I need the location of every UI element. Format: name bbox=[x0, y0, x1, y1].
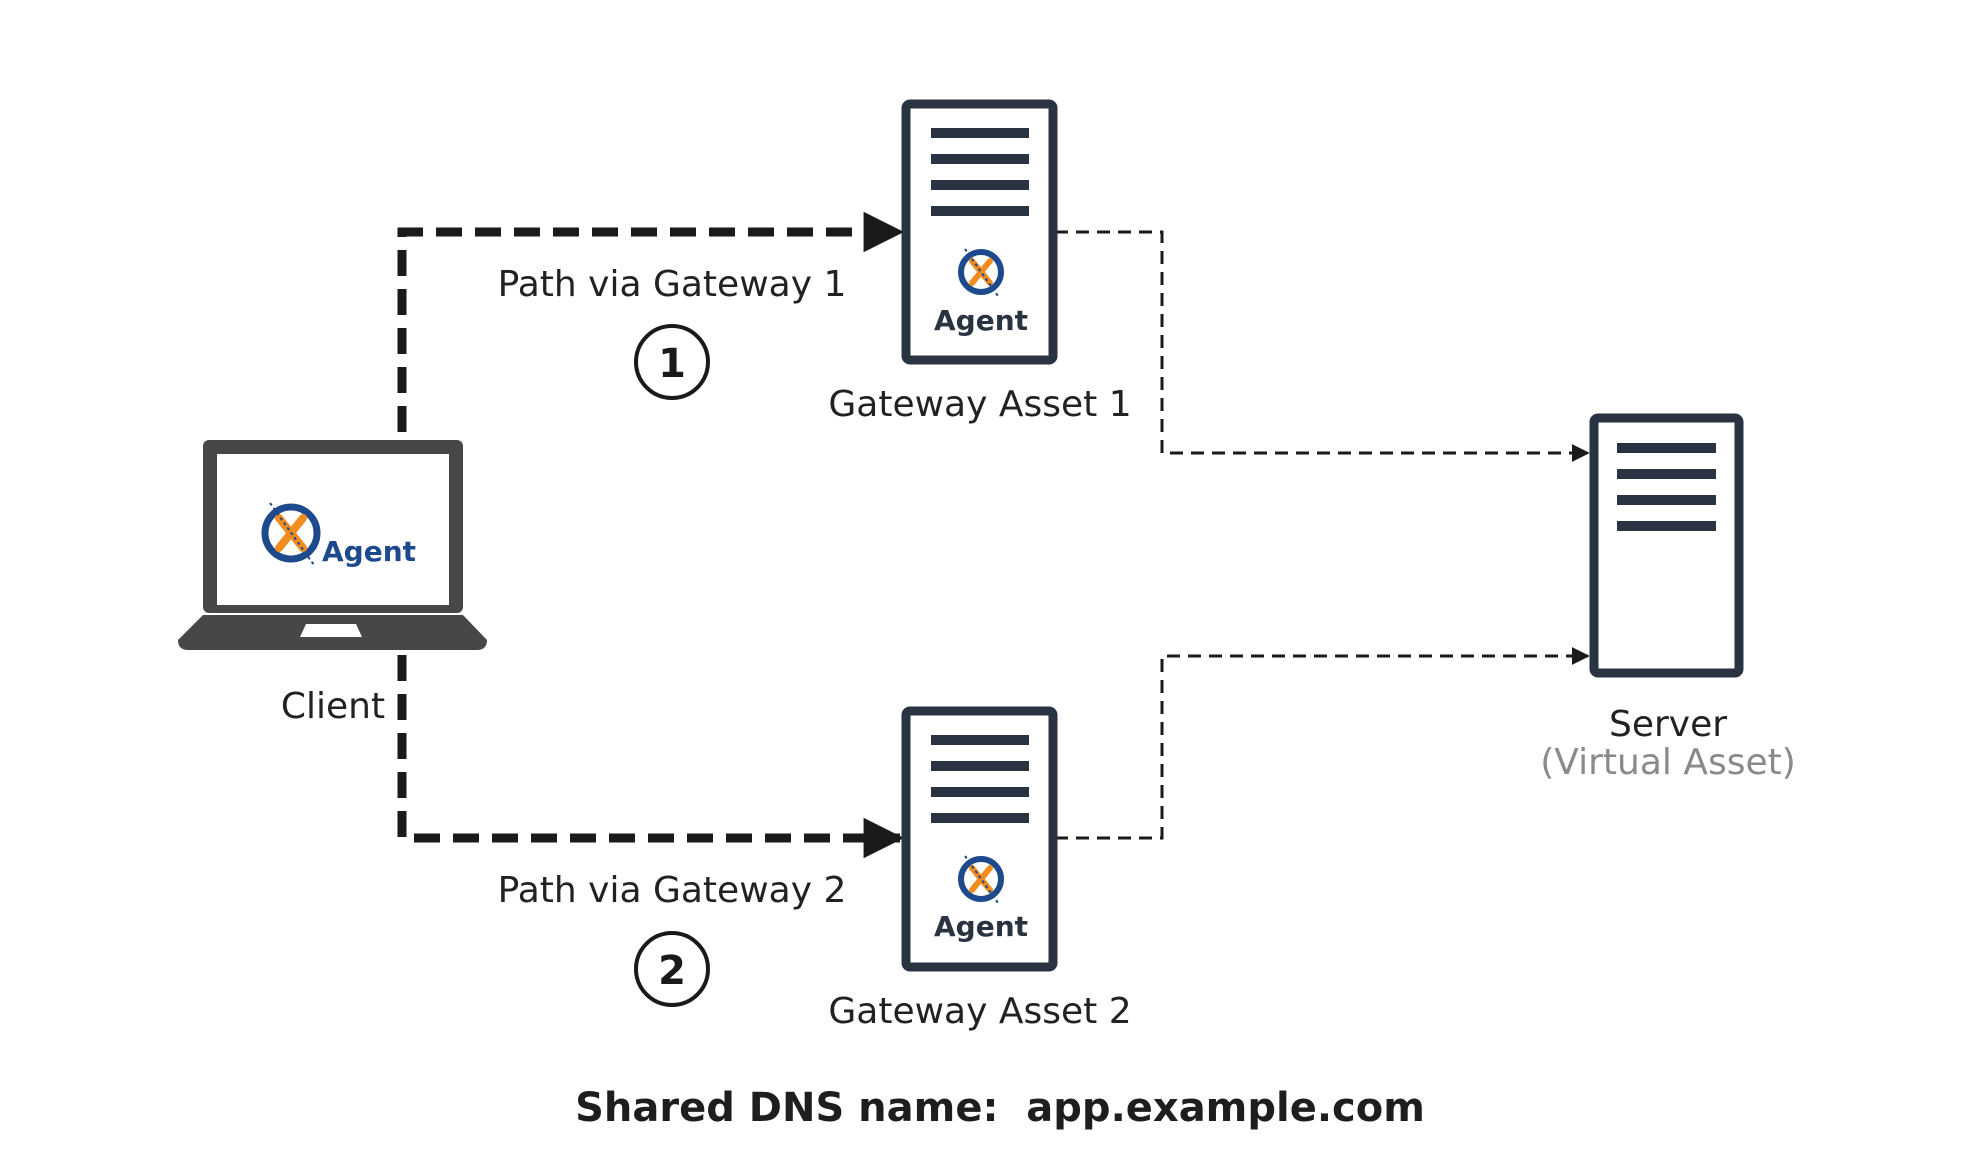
path-gateway-1-to-server bbox=[1055, 230, 1590, 462]
gateway-1-server-icon: Agent bbox=[901, 99, 1058, 365]
path-2-badge: 2 bbox=[634, 931, 710, 1007]
gateway-2-agent-label: Agent bbox=[934, 910, 1028, 943]
client-agent-label: Agent bbox=[322, 535, 416, 568]
gateway-1-label: Gateway Asset 1 bbox=[828, 384, 1131, 425]
gateway-2-server-icon: Agent bbox=[901, 706, 1058, 972]
agent-logo-icon bbox=[958, 856, 1004, 902]
laptop-touchpad bbox=[300, 624, 362, 637]
agent-logo-icon bbox=[261, 503, 321, 563]
path-1-label: Path via Gateway 1 bbox=[498, 264, 847, 305]
gateway-2-agent-logo: Agent bbox=[934, 855, 1028, 943]
path-client-to-gateway-1 bbox=[397, 211, 905, 432]
gateway-2-label: Gateway Asset 2 bbox=[828, 991, 1131, 1032]
path-gateway-2-to-server bbox=[1055, 647, 1590, 840]
path-2-label: Path via Gateway 2 bbox=[498, 870, 847, 911]
path-2-number: 2 bbox=[658, 948, 686, 994]
path-1-number: 1 bbox=[658, 341, 686, 387]
client-label: Client bbox=[281, 686, 385, 727]
laptop-display bbox=[217, 454, 449, 605]
server-icon bbox=[1589, 413, 1744, 678]
path-1-badge: 1 bbox=[634, 324, 710, 400]
gateway-1-agent-label: Agent bbox=[934, 304, 1028, 337]
agent-logo-icon bbox=[958, 249, 1004, 295]
path-client-to-gateway-2 bbox=[397, 655, 905, 859]
server-label: Server bbox=[1609, 704, 1727, 745]
server-sublabel: (Virtual Asset) bbox=[1540, 742, 1796, 783]
client-laptop: Agent bbox=[178, 440, 487, 650]
shared-dns-name: Shared DNS name: app.example.com bbox=[575, 1085, 1425, 1131]
gateway-1-agent-logo: Agent bbox=[934, 248, 1028, 337]
client-agent-logo: Agent bbox=[261, 502, 416, 568]
